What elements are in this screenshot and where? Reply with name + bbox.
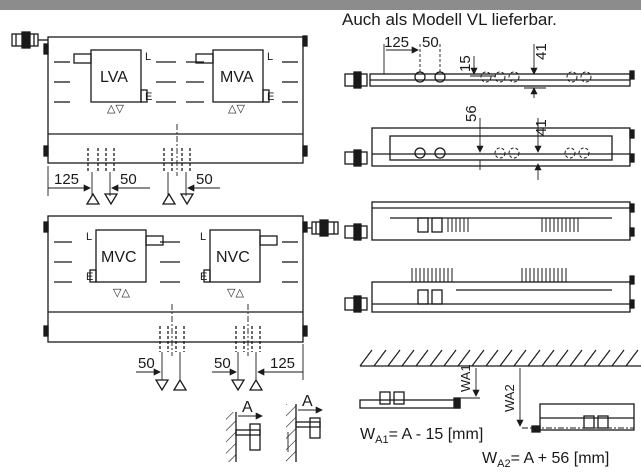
flow-symbol: △▽ <box>228 103 245 115</box>
marker-l: L <box>267 51 273 63</box>
bottom-radiator <box>43 215 339 392</box>
label-a: A <box>242 399 253 416</box>
dim-125: 125 <box>270 355 295 372</box>
valve-lva <box>73 49 148 103</box>
dim-15: 15 <box>457 55 474 72</box>
wall-distance-detail <box>359 349 641 433</box>
dim-50: 50 <box>196 171 213 188</box>
label-wa1: WA1 <box>458 364 473 392</box>
marker-l: L <box>86 231 92 243</box>
flow-symbol: △▽ <box>107 103 124 115</box>
model-note: Auch als Modell VL lieferbar. <box>342 10 557 29</box>
dim-125: 125 <box>54 171 79 188</box>
label-a: A <box>302 393 313 410</box>
connector-icon <box>11 31 39 49</box>
side-view-2 <box>344 118 635 180</box>
valve-label-nvc: NVC <box>216 249 250 266</box>
side-view-1 <box>344 44 635 98</box>
flow-symbol: ▽△ <box>113 287 130 299</box>
side-view-3 <box>344 201 635 241</box>
marker-l: L <box>145 51 151 63</box>
valve-nvc <box>203 229 278 283</box>
dim-50: 50 <box>214 355 231 372</box>
side-view-4 <box>344 268 635 313</box>
marker-e: E <box>86 271 93 283</box>
flow-symbol: ▽△ <box>227 287 244 299</box>
formula-wa1: WA1= A - 15 [mm] <box>360 426 484 447</box>
dim-125: 125 <box>384 34 409 51</box>
header-bar <box>0 0 641 10</box>
valve-mva <box>195 49 270 103</box>
connector-icon <box>311 219 339 237</box>
dim-41: 41 <box>533 119 550 136</box>
valve-label-lva: LVA <box>100 69 128 86</box>
dim-50: 50 <box>422 34 439 51</box>
marker-e: E <box>200 271 207 283</box>
formula-wa2: WA2= A + 56 [mm] <box>482 450 610 471</box>
dim-50: 50 <box>120 171 137 188</box>
valve-label-mva: MVA <box>220 69 254 86</box>
marker-e: E <box>145 91 152 103</box>
top-radiator <box>11 31 308 206</box>
marker-l: L <box>200 231 206 243</box>
dim-41: 41 <box>533 43 550 60</box>
valve-mvc <box>89 229 164 283</box>
wall-bracket-left <box>226 412 263 462</box>
dim-50: 50 <box>138 355 155 372</box>
wall-bracket-right <box>286 404 323 462</box>
marker-e: E <box>267 91 274 103</box>
valve-label-mvc: MVC <box>101 249 137 266</box>
dim-56: 56 <box>463 105 480 122</box>
label-wa2: WA2 <box>502 384 517 412</box>
